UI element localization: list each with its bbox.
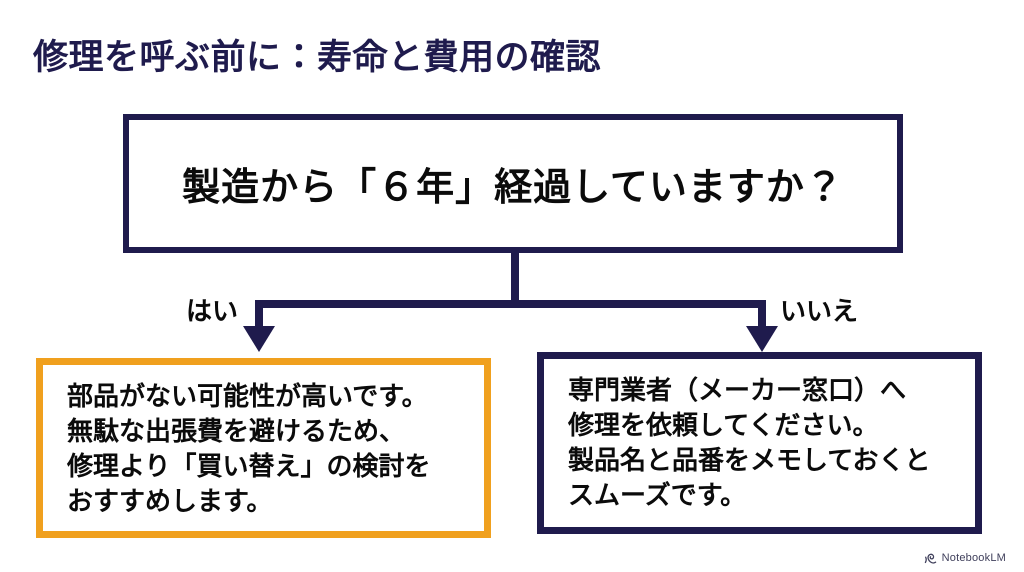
outcome-yes-line-1: 部品がない可能性が高いです。 [67,381,428,411]
arrow-down-left-icon [243,326,275,352]
outcome-no-line-1: 専門業者（メーカー窓口）へ [568,375,907,405]
outcome-box-yes: 部品がない可能性が高いです。 無駄な出張費を避けるため、 修理より「買い替え」の… [36,358,491,538]
connector-stem [511,252,519,304]
notebooklm-spiral-icon [924,552,937,564]
outcome-yes-line-3: 修理より「買い替え」の検討を [67,451,431,481]
watermark: NotebookLM [924,552,1006,564]
outcome-no-line-4: スムーズです。 [568,480,747,510]
outcome-yes-text: 部品がない可能性が高いです。 無駄な出張費を避けるため、 修理より「買い替え」の… [67,379,474,519]
watermark-label: NotebookLM [941,552,1006,564]
page-title: 修理を呼ぶ前に：寿命と費用の確認 [33,38,602,77]
outcome-no-line-3: 製品名と品番をメモしておくと [568,445,931,475]
arrow-down-right-icon [746,326,778,352]
branch-label-yes: はい [186,296,239,326]
connector-right-drop [758,300,766,328]
connector-left-drop [255,300,263,328]
outcome-no-line-2: 修理を依頼してください。 [568,410,879,440]
outcome-yes-line-4: おすすめします。 [67,486,273,516]
decision-question-text: 製造から「６年」経過していますか？ [182,167,844,209]
branch-label-no: いいえ [780,296,859,326]
decision-question-box: 製造から「６年」経過していますか？ [123,114,903,253]
outcome-yes-line-2: 無駄な出張費を避けるため、 [67,416,406,446]
connector-horizontal-bar [255,300,766,308]
outcome-no-text: 専門業者（メーカー窓口）へ 修理を依頼してください。 製品名と品番をメモしておく… [568,373,965,513]
outcome-box-no: 専門業者（メーカー窓口）へ 修理を依頼してください。 製品名と品番をメモしておく… [537,352,982,534]
